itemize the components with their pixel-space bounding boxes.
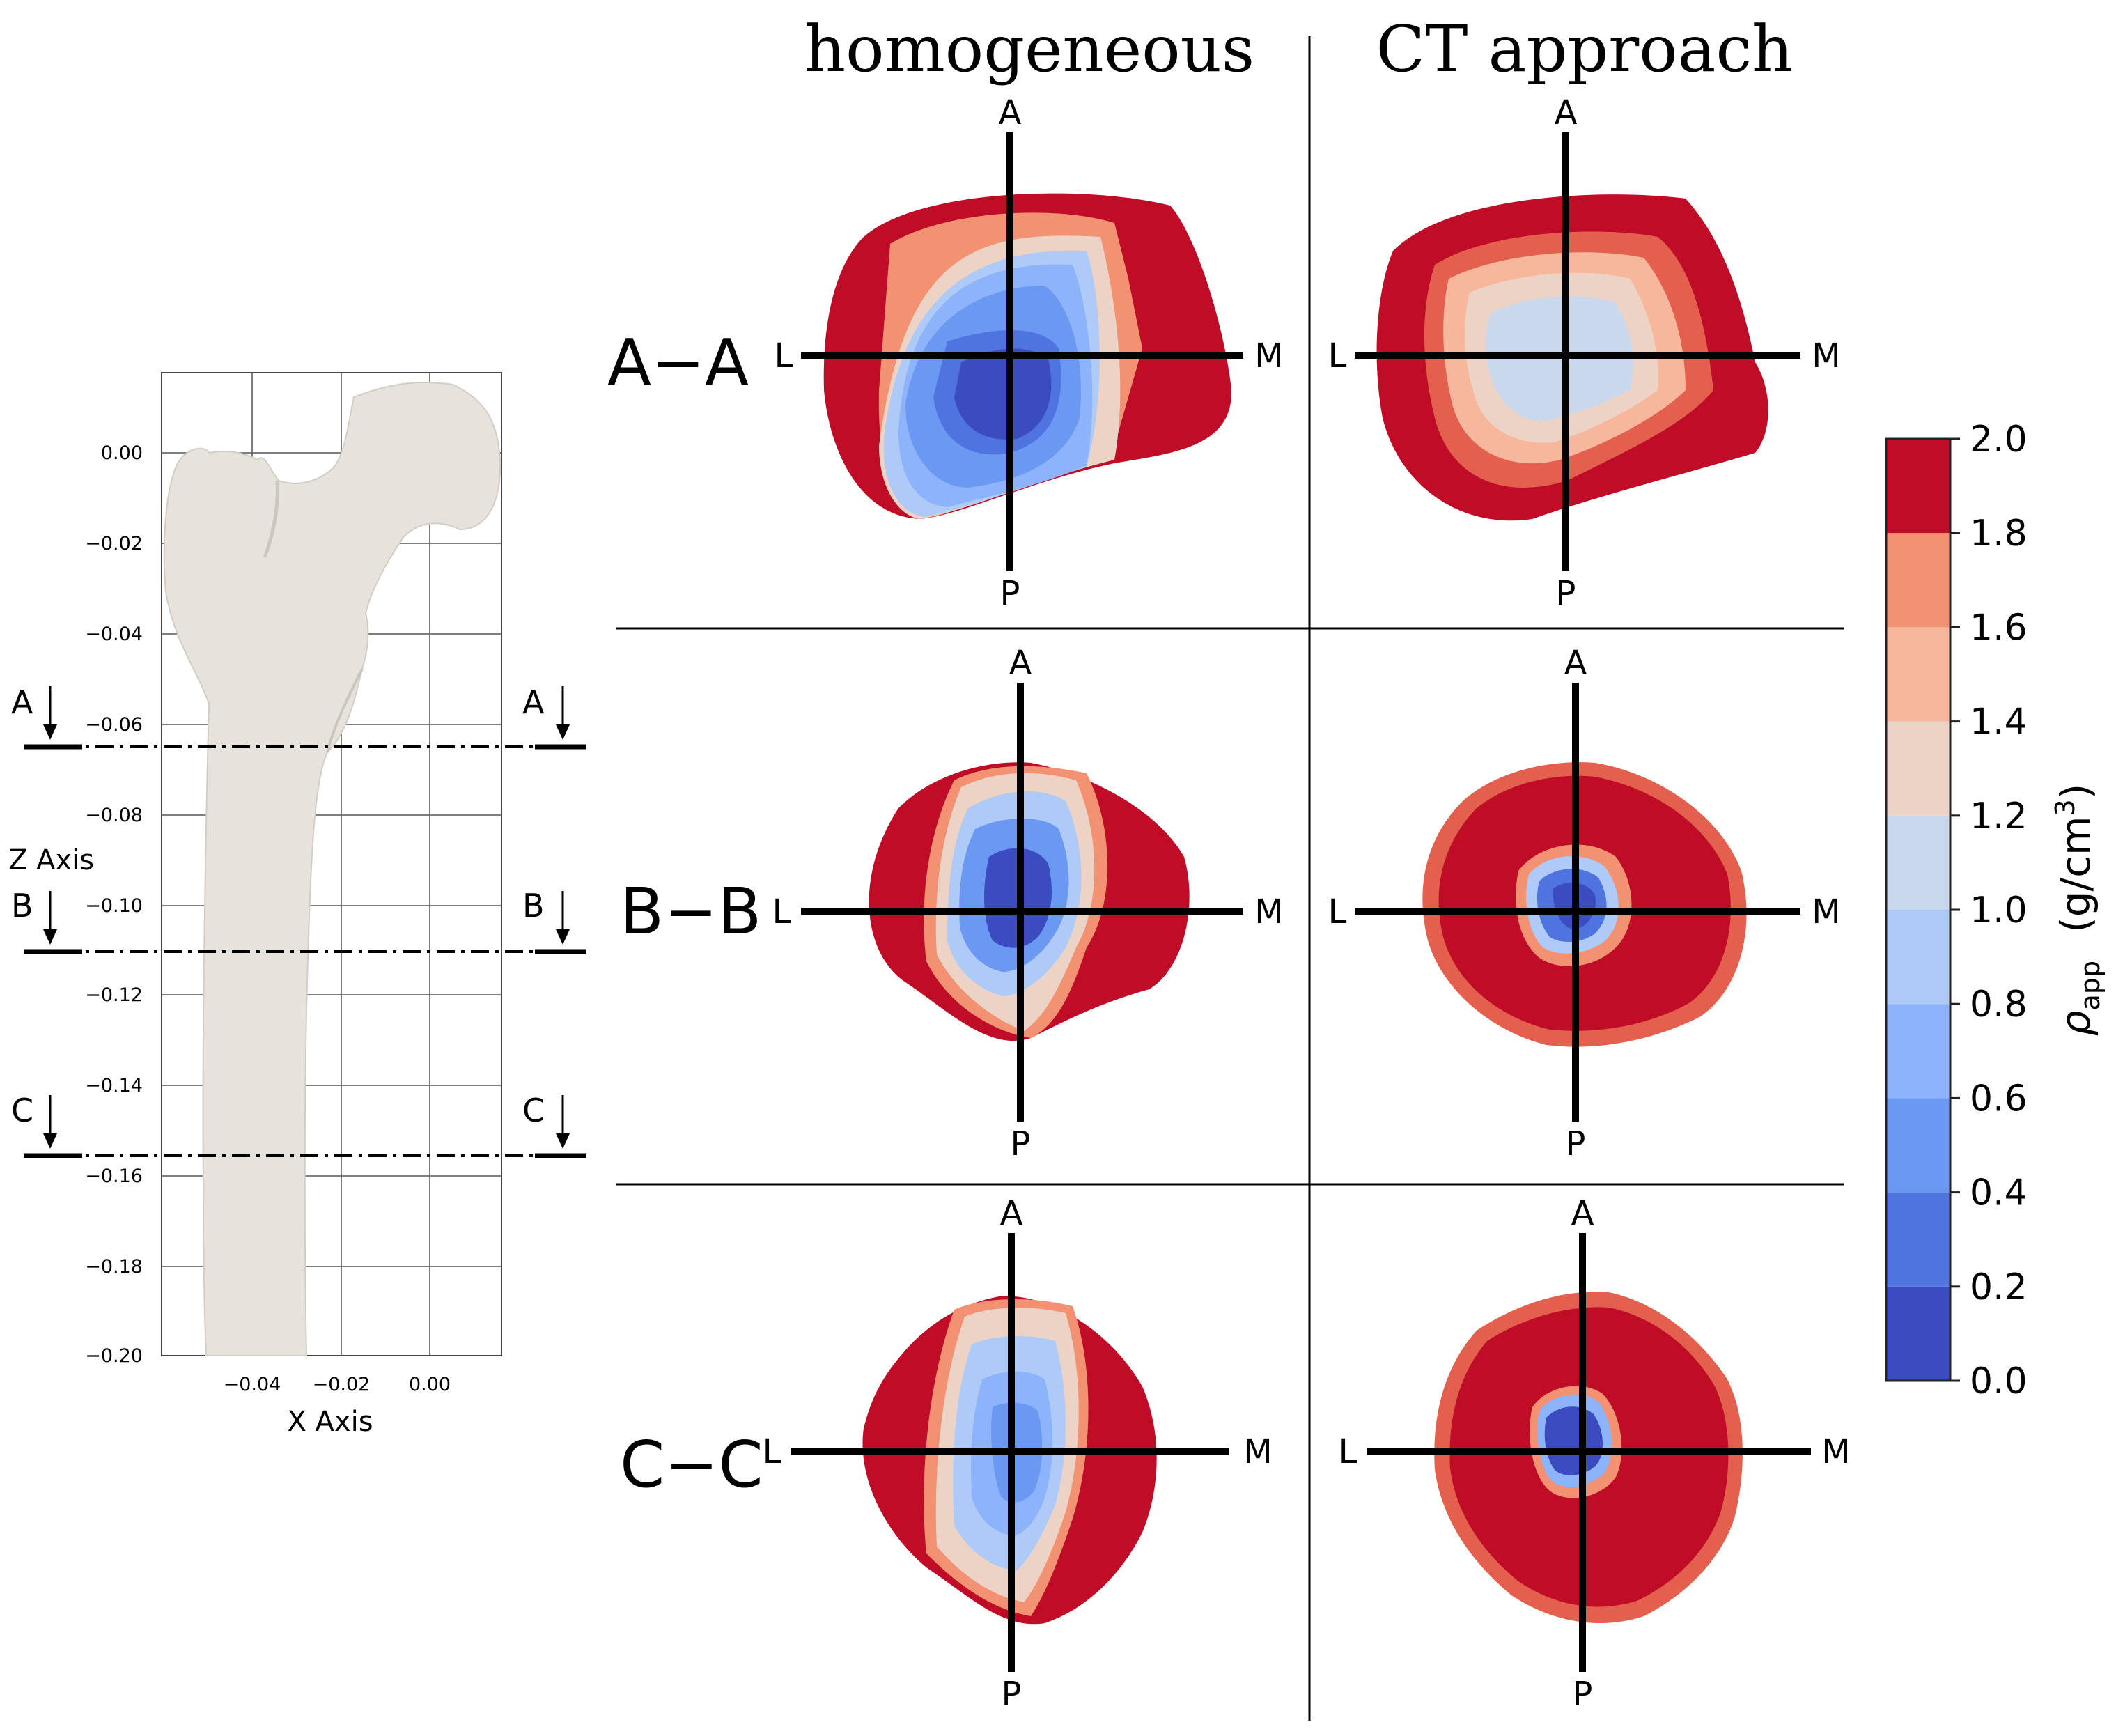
colorbar-band <box>1886 533 1950 628</box>
z-tick-labels: 0.00 −0.02 −0.04 −0.06 −0.08 −0.10 −0.12… <box>85 442 143 1367</box>
femur-bone <box>163 382 501 1356</box>
cross-section-a-homogeneous: A P L M <box>775 93 1284 613</box>
colorbar-tick-label: 0.8 <box>1970 984 2028 1025</box>
label-lateral: L <box>1328 892 1347 931</box>
label-lateral: L <box>1339 1432 1357 1471</box>
x-tick-labels: −0.04 −0.02 0.00 <box>224 1374 451 1395</box>
section-a-right-label: A <box>522 683 545 721</box>
section-plane-b: B B <box>11 887 586 954</box>
colorbar-tick-label: 1.8 <box>1970 513 2028 555</box>
x-axis-label: X Axis <box>287 1406 373 1438</box>
label-lateral: L <box>772 892 791 931</box>
section-b-left-label: B <box>11 887 33 924</box>
colorbar-tick-label: 0.6 <box>1970 1078 2028 1119</box>
section-plane-a: A A <box>11 683 586 750</box>
colorbar-tick-label: 2.0 <box>1970 419 2028 460</box>
cross-section-a-ct: A P L M <box>1328 93 1841 613</box>
colorbar-band <box>1886 1286 1950 1381</box>
label-lateral: L <box>775 336 793 375</box>
label-posterior: P <box>1566 1124 1586 1163</box>
label-medial: M <box>1254 892 1283 931</box>
row-label-b: B−B <box>620 874 761 949</box>
section-c-right-label: C <box>522 1092 545 1129</box>
column-header-homogeneous: homogeneous <box>804 12 1254 86</box>
femur-plot-frame <box>161 372 502 1356</box>
z-tick: −0.12 <box>85 984 143 1006</box>
label-anterior: A <box>999 93 1022 132</box>
colorbar-tick-label: 0.0 <box>1970 1361 2028 1402</box>
colorbar-segments <box>1886 439 1950 1381</box>
z-tick: −0.10 <box>85 895 143 917</box>
x-tick: 0.00 <box>409 1374 451 1395</box>
section-a-left-label: A <box>11 683 33 721</box>
label-posterior: P <box>1000 574 1020 613</box>
cross-section-c-homogeneous: A P L M <box>763 1194 1273 1714</box>
label-medial: M <box>1243 1432 1272 1471</box>
label-lateral: L <box>763 1432 781 1471</box>
colorbar-band <box>1886 910 1950 1005</box>
z-tick: 0.00 <box>101 442 143 464</box>
cross-section-b-homogeneous: A P L M <box>772 644 1284 1163</box>
section-b-right-label: B <box>522 887 545 924</box>
column-header-ct-approach: CT approach <box>1376 12 1794 86</box>
label-anterior: A <box>1571 1194 1594 1233</box>
colorbar-tick-label: 1.2 <box>1970 796 2028 837</box>
colorbar: 2.0 1.8 1.6 1.4 1.2 1.0 0.8 0.6 0.4 0.2 0.0 ρapp(g… <box>1885 419 2106 1402</box>
colorbar-label: ρapp(g/cm3) <box>2050 784 2106 1037</box>
colorbar-band <box>1886 1098 1950 1193</box>
x-tick: −0.02 <box>313 1374 371 1395</box>
femur-panel: 0.00 −0.02 −0.04 −0.06 −0.08 −0.10 −0.12… <box>8 372 586 1438</box>
cross-section-b-ct: A P L M <box>1328 644 1841 1163</box>
label-posterior: P <box>1556 574 1576 613</box>
x-tick: −0.04 <box>224 1374 281 1395</box>
section-plane-c: C C <box>11 1092 586 1158</box>
section-c-left-label: C <box>11 1092 33 1129</box>
colorbar-band <box>1886 1192 1950 1287</box>
z-tick: −0.16 <box>85 1165 143 1187</box>
label-anterior: A <box>1555 93 1578 132</box>
label-medial: M <box>1812 892 1840 931</box>
z-tick: −0.20 <box>85 1345 143 1367</box>
z-tick: −0.04 <box>85 623 143 645</box>
row-label-a: A−A <box>607 325 749 400</box>
z-axis-label: Z Axis <box>8 844 94 876</box>
label-posterior: P <box>1573 1675 1593 1714</box>
z-tick: −0.06 <box>85 714 143 736</box>
label-medial: M <box>1821 1432 1850 1471</box>
colorbar-tick-label: 1.4 <box>1970 702 2028 743</box>
colorbar-tick-label: 1.0 <box>1970 890 2028 931</box>
colorbar-tick-label: 0.2 <box>1970 1266 2028 1308</box>
colorbar-band <box>1886 1004 1950 1099</box>
label-posterior: P <box>1011 1124 1031 1163</box>
row-label-c: C−C <box>620 1427 763 1502</box>
colorbar-band <box>1886 721 1950 816</box>
z-tick: −0.14 <box>85 1075 143 1096</box>
z-tick: −0.02 <box>85 533 143 555</box>
colorbar-ticks: 2.0 1.8 1.6 1.4 1.2 1.0 0.8 0.6 0.4 0.2 0.0 <box>1950 419 2028 1402</box>
label-lateral: L <box>1328 336 1347 375</box>
colorbar-tick-label: 1.6 <box>1970 607 2028 649</box>
cross-section-c-ct: A P L M <box>1339 1194 1851 1714</box>
z-tick: −0.18 <box>85 1256 143 1278</box>
colorbar-tick-label: 0.4 <box>1970 1172 2028 1214</box>
colorbar-band <box>1886 627 1950 722</box>
label-anterior: A <box>1000 1194 1023 1233</box>
label-posterior: P <box>1002 1675 1022 1714</box>
label-medial: M <box>1812 336 1840 375</box>
colorbar-band <box>1886 815 1950 910</box>
label-anterior: A <box>1564 644 1587 683</box>
label-medial: M <box>1254 336 1283 375</box>
colorbar-band <box>1886 439 1950 534</box>
z-tick: −0.08 <box>85 805 143 826</box>
label-anterior: A <box>1009 644 1032 683</box>
